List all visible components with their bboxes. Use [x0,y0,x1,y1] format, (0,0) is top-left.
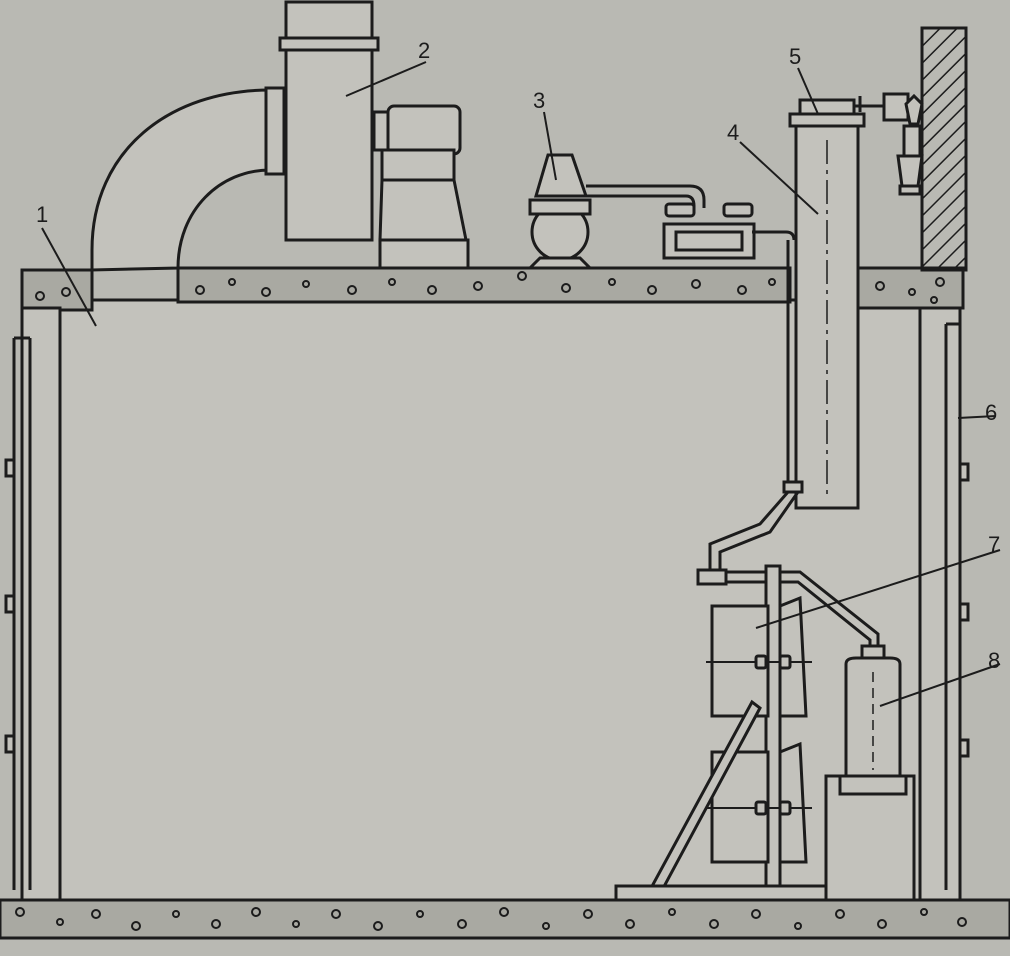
valve-block [662,202,796,260]
label-3: 3 [533,88,545,113]
label-8: 8 [988,648,1000,673]
leader-lines [41,61,1001,707]
label-1: 1 [36,202,48,227]
building-wall-hatched [920,26,968,272]
compressor-unit [526,153,706,270]
label-4: 4 [727,120,739,145]
label-2: 2 [418,38,430,63]
spool-rack [614,564,916,902]
air-duct-elbow [90,86,286,272]
floor-concrete-slab [0,898,1010,940]
right-wall-panel [918,306,970,902]
fan-unit [278,0,470,270]
collection-bottle [838,644,908,796]
left-wall [4,306,62,902]
connecting-pipe [696,240,880,650]
column-top-head [788,92,924,128]
label-5: 5 [789,44,801,69]
label-6: 6 [985,400,997,425]
top-concrete-slab [20,266,965,312]
wall-mounted-device [896,124,924,196]
separator-column [794,122,860,510]
label-7: 7 [988,532,1000,557]
